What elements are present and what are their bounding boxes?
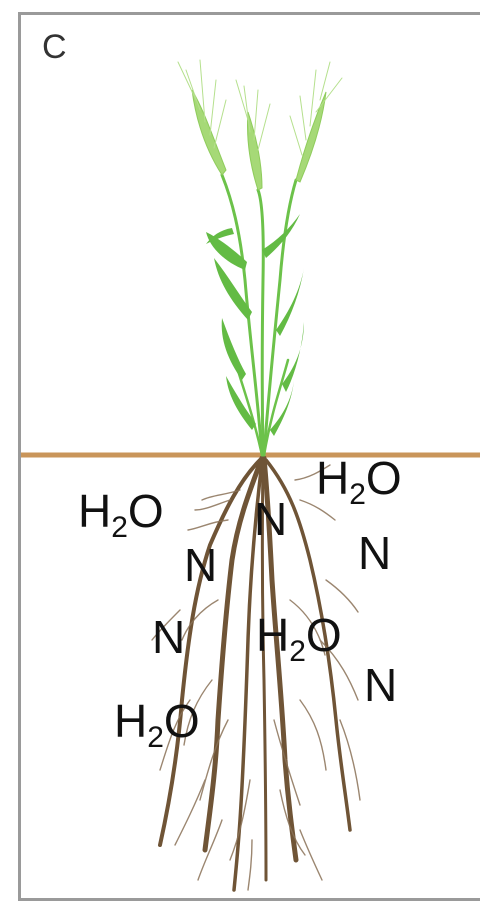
nitrogen-label: N — [152, 614, 185, 660]
nitrogen-label: N — [364, 662, 397, 708]
water-label: H2O — [114, 698, 200, 744]
nitrogen-label: N — [358, 530, 391, 576]
water-label: H2O — [256, 612, 342, 658]
water-label: H2O — [78, 488, 164, 534]
plant-leaves — [206, 214, 304, 436]
nitrogen-label: N — [184, 542, 217, 588]
water-label: H2O — [316, 455, 402, 501]
wheat-awns — [178, 60, 342, 155]
nitrogen-label: N — [254, 496, 287, 542]
